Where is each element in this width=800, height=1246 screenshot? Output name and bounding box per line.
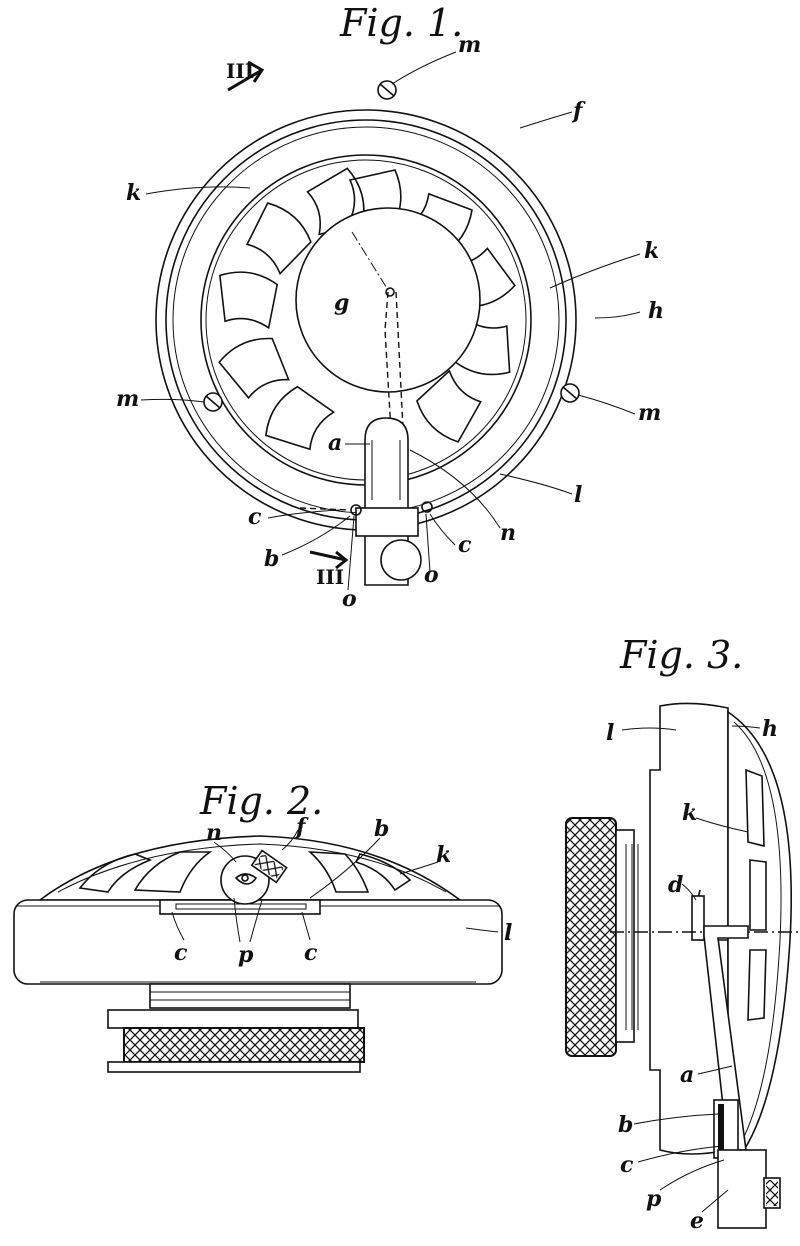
fig3-label-h: h [762, 716, 778, 742]
figure-1: Fig. 1. [116, 1, 664, 612]
fig3-label-p: p [646, 1186, 662, 1212]
fig1-label-b: b [264, 546, 279, 572]
lever-a [356, 418, 421, 585]
part-d [692, 896, 704, 940]
fig1-title: Fig. 1. [339, 1, 463, 45]
fig1-label-n: n [500, 520, 516, 546]
fig1-label-f: f [571, 98, 586, 124]
fig1-label-m-left: m [116, 386, 139, 412]
fig1-label-c-right: c [458, 532, 472, 558]
fig1-label-l: l [574, 482, 582, 508]
fig3-label-l: l [606, 720, 614, 746]
fig2-label-n: n [206, 820, 222, 846]
fig2-label-b: b [374, 816, 389, 842]
fig1-label-o-right: o [424, 562, 439, 588]
lever-knob [381, 540, 421, 580]
fig2-label-c-left: c [174, 940, 188, 966]
fig3-label-k: k [682, 800, 697, 826]
fig3-label-c: c [620, 1152, 634, 1178]
center-disc-g [296, 208, 480, 392]
knurled-knob-fig3 [566, 818, 616, 1056]
fig1-label-k-right: k [644, 238, 659, 264]
fig1-label-a: a [328, 430, 342, 456]
fig2-label-c-right: c [304, 940, 318, 966]
figure-2: Fig. 2. [14, 779, 512, 1072]
fig3-label-a: a [680, 1062, 694, 1088]
fig3-label-d: d [668, 872, 683, 898]
fig2-label-k: k [436, 842, 451, 868]
screw-m-left [204, 393, 222, 411]
fig1-section-bottom: III [316, 565, 344, 589]
fig1-label-c-left: c [248, 504, 262, 530]
lever-end-e [718, 1150, 766, 1228]
fig1-label-g: g [334, 290, 349, 316]
fig2-label-l: l [504, 920, 512, 946]
fig1-label-h: h [648, 298, 664, 324]
fig3-title: Fig. 3. [619, 633, 743, 677]
fig1-label-m-right: m [638, 400, 661, 426]
fig1-label-o-left: o [342, 586, 357, 612]
fig3-label-e: e [690, 1208, 704, 1234]
figure-3: Fig. 3. [566, 633, 800, 1234]
fig1-section-top: III [226, 59, 254, 83]
fig3-label-b: b [618, 1112, 633, 1138]
fig1-label-k-left: k [126, 180, 141, 206]
fig1-label-m-top: m [458, 32, 481, 58]
screw-m-right [561, 384, 579, 402]
fig2-label-p: p [238, 942, 254, 968]
knurled-knob-fig2 [124, 1028, 364, 1062]
